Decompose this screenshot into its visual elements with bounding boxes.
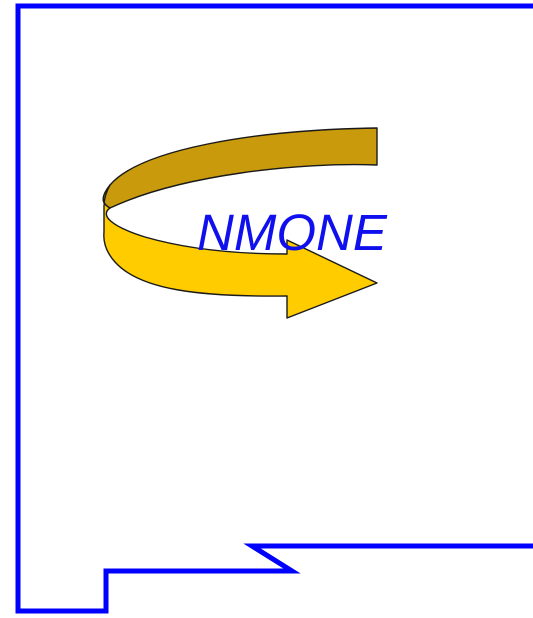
- diagram-label: NMONE: [197, 204, 388, 261]
